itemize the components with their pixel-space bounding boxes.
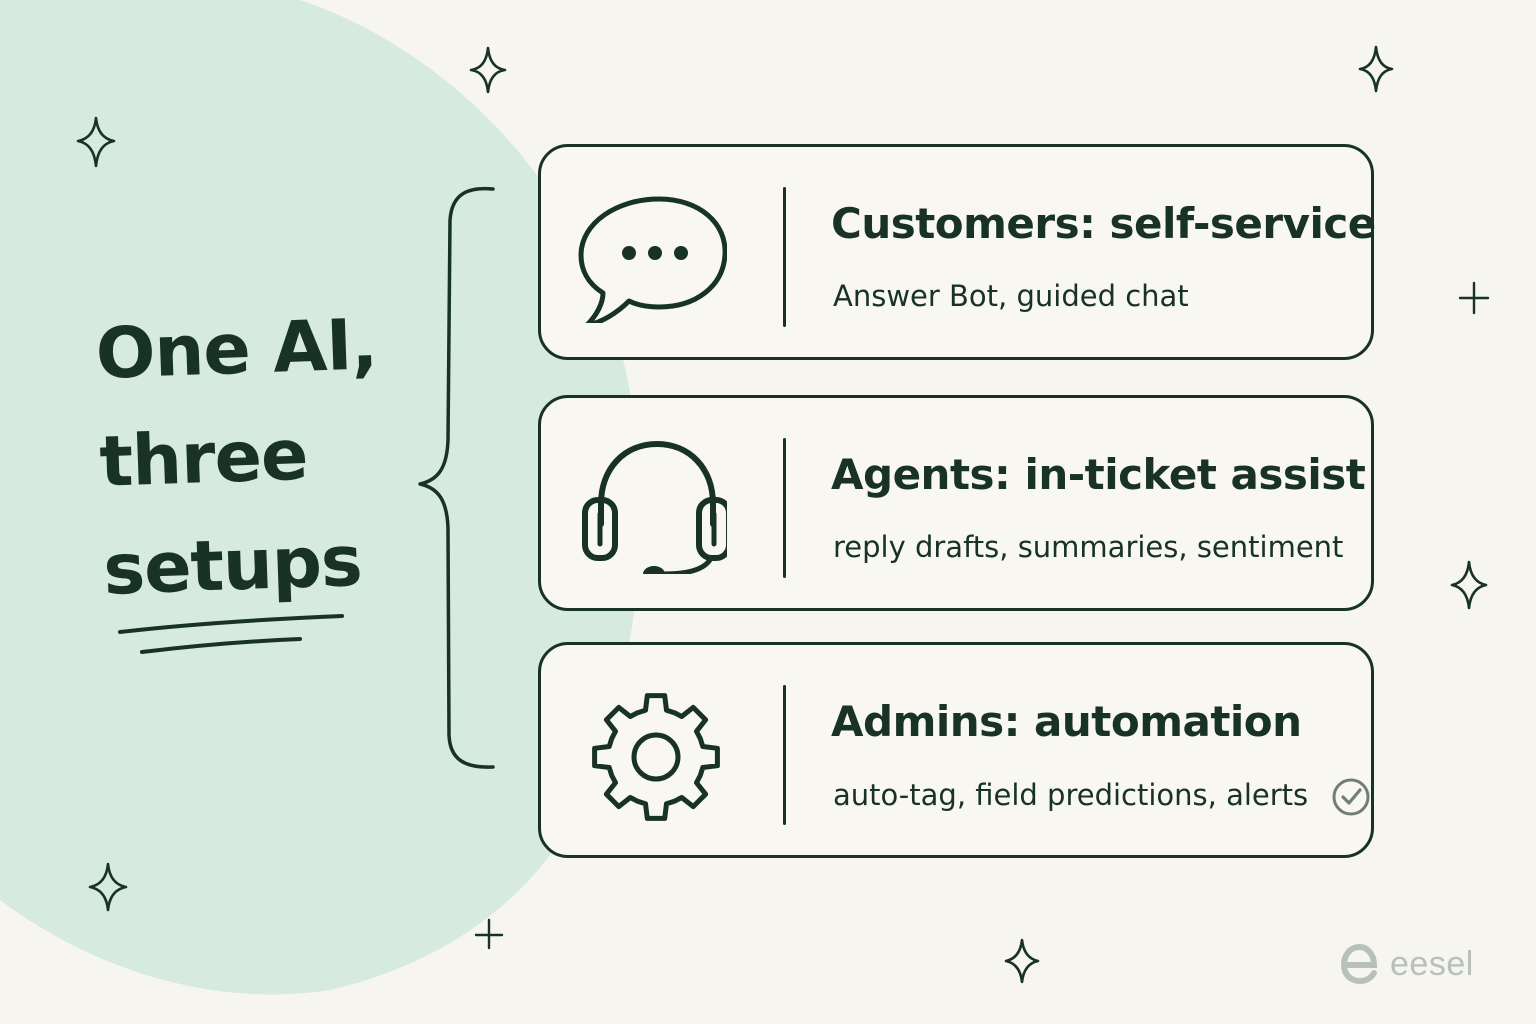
headset-icon (582, 440, 727, 574)
eesel-logo: eesel (1338, 938, 1474, 990)
title-line-1: One AI, (94, 303, 379, 395)
title-underline-1 (118, 614, 344, 634)
eesel-logo-icon (1340, 943, 1378, 985)
plus-mark-icon (474, 281, 1490, 950)
title-line-3: setups (101, 519, 363, 611)
logo-text: eesel (1390, 944, 1474, 983)
card-divider (783, 187, 786, 327)
card-title: Customers: self-service (831, 199, 1376, 248)
card-description: Answer Bot, guided chat (833, 279, 1189, 313)
page-title: One AI, three setups (94, 288, 435, 623)
card-description-text: auto-tag, field predictions, alerts (833, 778, 1309, 812)
card-divider (783, 438, 786, 578)
title-underline-2 (140, 637, 302, 654)
card-divider (783, 685, 786, 825)
sparkle-icon (76, 45, 1488, 984)
card-title: Admins: automation (831, 697, 1302, 746)
agents-card: Agents: in-ticket assist reply drafts, s… (538, 395, 1374, 611)
gear-icon (592, 693, 720, 821)
card-description: auto-tag, field predictions, alerts (833, 777, 1371, 817)
mint-blob (0, 0, 641, 995)
card-description: reply drafts, summaries, sentiment (833, 530, 1344, 564)
check-circle-icon (1332, 778, 1370, 816)
customers-card: Customers: self-service Answer Bot, guid… (538, 144, 1376, 360)
chat-bubble-icon (578, 196, 727, 323)
title-line-2: three (98, 413, 309, 503)
curly-brace (418, 186, 495, 769)
admins-card: Admins: automation auto-tag, field predi… (538, 642, 1374, 858)
card-title: Agents: in-ticket assist (831, 450, 1366, 499)
